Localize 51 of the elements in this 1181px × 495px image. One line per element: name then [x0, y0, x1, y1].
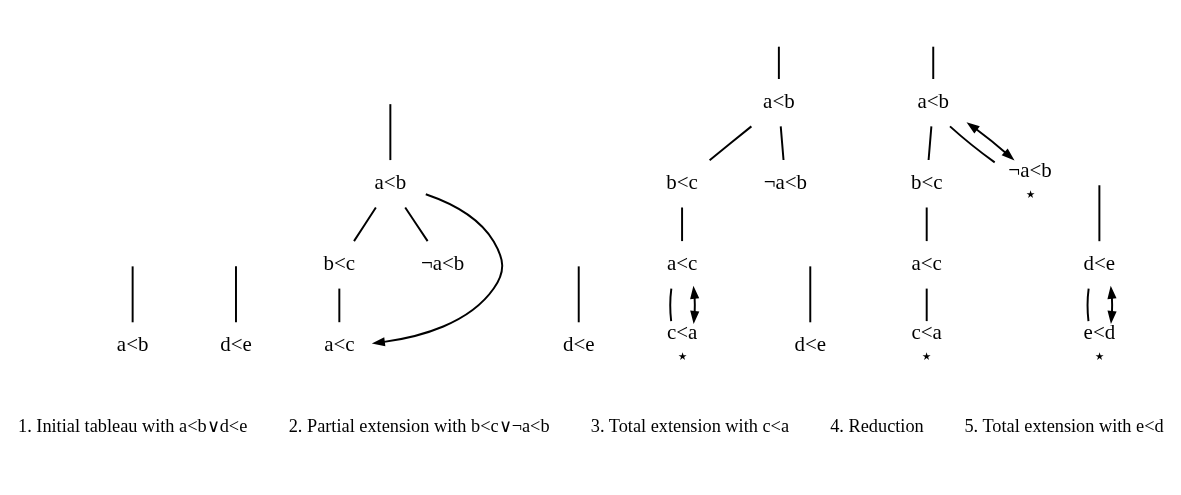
- arrow: [371, 192, 504, 346]
- node-text: d<e: [220, 331, 252, 356]
- node-text: a<c: [324, 331, 355, 356]
- node-text: c<a: [666, 319, 698, 344]
- node-label: ⋆: [1023, 181, 1037, 206]
- connector: [809, 264, 812, 323]
- connector: [925, 287, 928, 322]
- connector: [777, 45, 780, 80]
- connector: [1086, 287, 1090, 322]
- node-text: a<b: [917, 88, 950, 113]
- label: 1. Initial tableau with a<b∨d<e: [18, 415, 248, 436]
- connector: [235, 264, 237, 323]
- node-text: c<a: [911, 319, 942, 344]
- node-text: d<e: [1083, 250, 1116, 275]
- node-label: ⋆: [675, 343, 689, 368]
- connector: [353, 206, 377, 242]
- node-text: a<c: [911, 250, 942, 275]
- connector: [681, 206, 684, 242]
- node-text: b<c: [323, 250, 356, 275]
- label: 3. Total extension with c<a: [590, 415, 790, 436]
- connector: [779, 124, 785, 161]
- connector: [927, 124, 933, 161]
- connector: [669, 287, 673, 322]
- connector: [389, 102, 392, 161]
- node-text: a<b: [763, 88, 795, 113]
- label: 2. Partial extension with b<c∨¬a<b: [288, 415, 550, 436]
- connector: [404, 206, 429, 242]
- node-label: ⋆: [1092, 343, 1106, 368]
- node-text: d<e: [562, 331, 595, 356]
- connector: [949, 124, 996, 163]
- node-text: e<d: [1083, 319, 1116, 344]
- node-text: ¬a<b: [421, 250, 465, 275]
- connector: [577, 264, 580, 323]
- label: 4. Reduction: [830, 415, 924, 436]
- node-label: ⋆: [920, 343, 934, 368]
- node-text: ¬a<b: [1008, 157, 1052, 182]
- node-text: d<e: [794, 331, 827, 356]
- connector: [1098, 183, 1101, 242]
- arrow: [966, 121, 1015, 161]
- node-text: ¬a<b: [763, 169, 808, 194]
- connector: [925, 206, 928, 242]
- node-text: a<b: [116, 331, 149, 356]
- label: 5. Total extension with e<d: [964, 415, 1164, 436]
- node-text: b<c: [910, 169, 943, 194]
- node-text: a<c: [666, 250, 698, 275]
- connector: [338, 287, 341, 323]
- connector: [708, 124, 753, 161]
- node-text: b<c: [666, 169, 698, 194]
- connector: [932, 45, 935, 80]
- node-text: a<b: [374, 169, 407, 194]
- connector: [131, 264, 134, 323]
